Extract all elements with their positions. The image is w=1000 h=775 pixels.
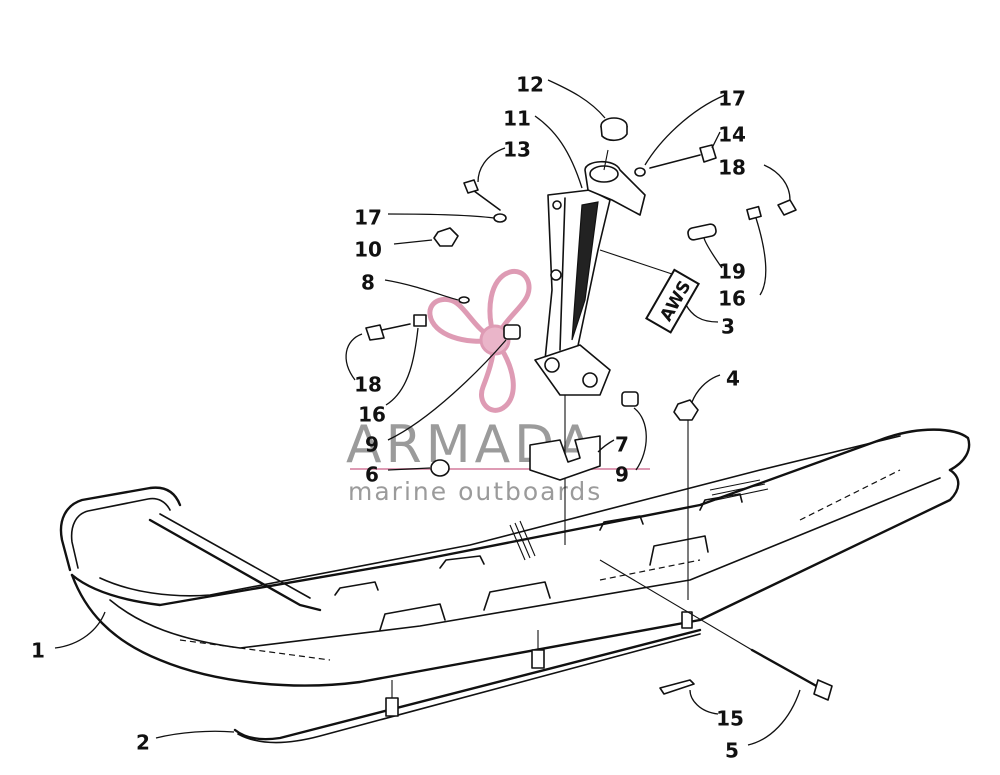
watermark-tagline: marine outboards [348,477,602,506]
callout-c18a: 18 [718,156,746,180]
callout-labels: 12 11 17 14 13 18 17 10 19 8 16 3 4 18 16 9 7 6 9 1 15 2 5 [31,73,746,763]
callout-c5: 5 [725,739,739,763]
ski-windows [334,493,743,631]
aws-decal: AWS [645,268,700,334]
callout-c11: 11 [503,107,531,131]
leader-lines [54,79,801,746]
spindle-assembly [534,149,691,545]
propeller-logo-icon [427,268,532,413]
wear-bar [233,611,702,744]
ski-body [59,428,971,687]
callout-c10: 10 [354,238,382,262]
callout-c8: 8 [361,271,375,295]
callout-c15: 15 [716,707,744,731]
callout-c16b: 16 [358,403,386,427]
callout-c19: 19 [718,260,746,284]
watermark: ARMADA marine outboards [346,268,650,506]
callout-c3: 3 [721,315,735,339]
callout-c7: 7 [615,433,629,457]
hardware-parts: AWS [365,117,833,701]
callout-c18b: 18 [354,373,382,397]
callout-c2: 2 [136,731,150,755]
ski-hatching [179,469,901,661]
callout-c17b: 17 [354,206,382,230]
callout-c13: 13 [503,138,531,162]
callout-c4: 4 [726,367,740,391]
callout-c12: 12 [516,73,544,97]
callout-c1: 1 [31,639,45,663]
callout-c16a: 16 [718,287,746,311]
callout-c17a: 17 [718,87,746,111]
callout-c6: 6 [365,463,379,487]
callout-c9b: 9 [615,463,629,487]
callout-c14: 14 [718,123,746,147]
callout-c9a: 9 [365,433,379,457]
